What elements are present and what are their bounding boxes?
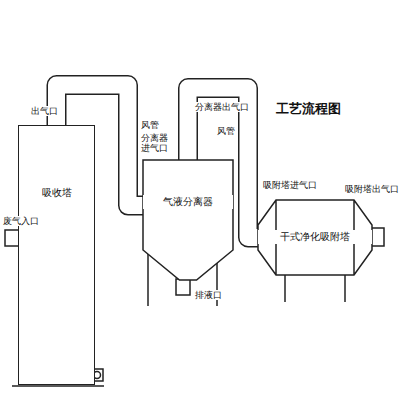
port-label: 废气入口 — [2, 216, 40, 226]
port-label: 吸附塔进气口 — [262, 180, 318, 190]
equipment-name: 吸收塔 — [19, 186, 94, 200]
equipment-name: 干式净化吸附塔 — [258, 230, 372, 244]
equipment-name: 气液分离器 — [143, 195, 233, 209]
adsorption-tower: 干式净化吸附塔 — [258, 200, 372, 275]
diagram-title: 工艺流程图 — [276, 100, 341, 118]
gas-liquid-separator: 气液分离器 — [143, 160, 233, 280]
adsorber-leg — [344, 274, 346, 302]
tower-base — [12, 385, 104, 387]
duct-label: 风管 — [140, 120, 160, 130]
port-label: 出气口 — [30, 106, 59, 116]
inlet-stub — [5, 230, 19, 246]
port-label: 排液口 — [194, 290, 223, 300]
outlet-stub — [371, 228, 384, 246]
port-label: 分离器出气口 — [194, 102, 250, 112]
duct-label: 风管 — [216, 126, 236, 136]
drain-outlet — [176, 279, 190, 295]
absorption-tower: 吸收塔 — [18, 125, 95, 385]
port-label: 吸附塔出气口 — [344, 184, 400, 194]
port-label: 分离器进气口 — [140, 133, 172, 154]
gas-liquid-separator-outline — [143, 160, 233, 280]
adsorber-leg — [284, 274, 286, 302]
separator-leg — [147, 250, 149, 306]
